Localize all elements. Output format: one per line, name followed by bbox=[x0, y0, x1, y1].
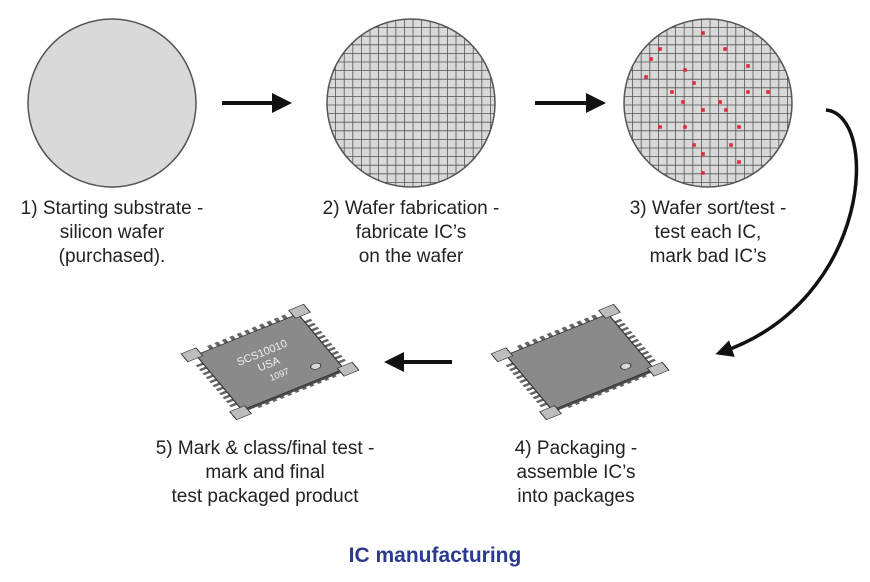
step-4-line-2: assemble IC’s bbox=[516, 462, 636, 483]
step-1-line-2: silicon wafer bbox=[59, 222, 165, 243]
step-2-line-3: on the wafer bbox=[358, 246, 464, 267]
step-5-line-3: test packaged product bbox=[171, 486, 359, 507]
wafer-plain-icon bbox=[27, 18, 197, 188]
step-5-caption: 5) Mark & class/final test - mark and fi… bbox=[120, 437, 410, 509]
step-4-line-3: into packages bbox=[517, 486, 635, 507]
step-4-line-1: 4) Packaging - bbox=[514, 438, 638, 459]
step-3-line-3: mark bad IC’s bbox=[649, 246, 767, 267]
step-5-line-1: 5) Mark & class/final test - bbox=[155, 438, 375, 459]
step-2-line-2: fabricate IC’s bbox=[355, 222, 467, 243]
step-3-line-1: 3) Wafer sort/test - bbox=[629, 198, 787, 219]
wafer-tested-icon bbox=[623, 18, 793, 188]
wafer-grid-icon bbox=[326, 18, 496, 188]
step-1-line-3: (purchased). bbox=[58, 246, 166, 267]
step-1-line-1: 1) Starting substrate - bbox=[20, 198, 204, 219]
step-4-caption: 4) Packaging - assemble IC’s into packag… bbox=[476, 437, 676, 509]
step-3-caption: 3) Wafer sort/test - test each IC, mark … bbox=[598, 197, 818, 269]
step-2-line-1: 2) Wafer fabrication - bbox=[322, 198, 500, 219]
ic-package-icon bbox=[490, 303, 670, 421]
step-5-line-2: mark and final bbox=[205, 462, 325, 483]
diagram-title: IC manufacturing bbox=[348, 544, 522, 567]
arrow-3-to-4 bbox=[715, 108, 859, 357]
step-1-caption: 1) Starting substrate - silicon wafer (p… bbox=[2, 197, 222, 269]
ic-marked-package-icon: SCS10010 USA 1097 bbox=[180, 303, 360, 421]
step-2-caption: 2) Wafer fabrication - fabricate IC’s on… bbox=[296, 197, 526, 269]
step-3-line-2: test each IC, bbox=[654, 222, 762, 243]
